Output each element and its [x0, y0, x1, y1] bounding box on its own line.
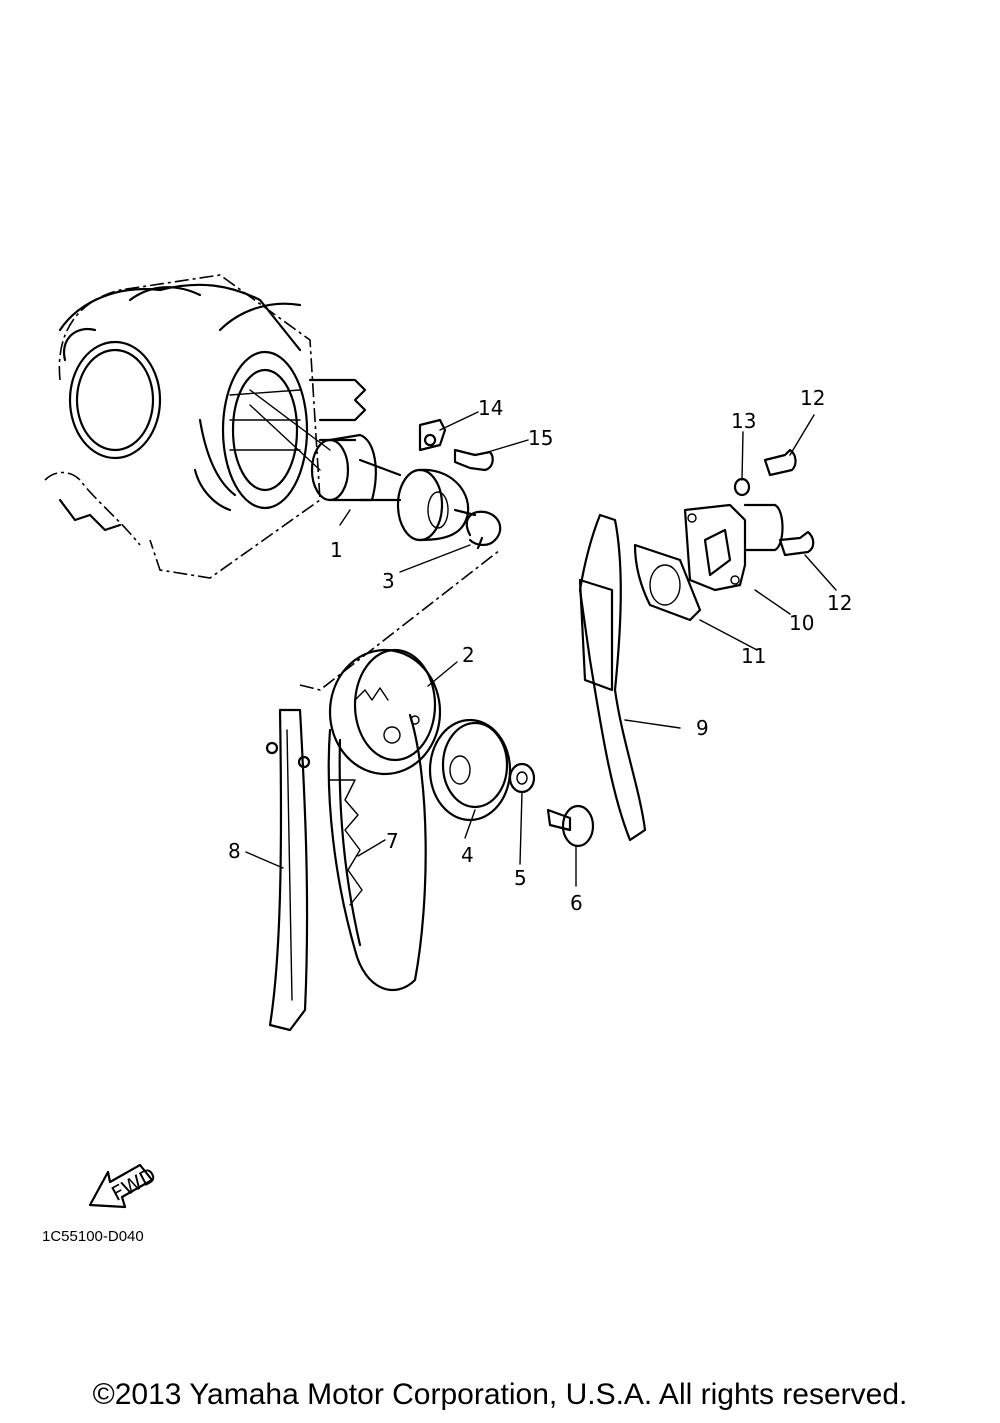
callout-15: 15	[528, 426, 553, 450]
tensioner-bolt-upper	[763, 448, 797, 477]
fwd-arrow-icon: FWD	[88, 1163, 160, 1209]
callout-2: 2	[462, 643, 475, 667]
cylinder-head	[44, 274, 367, 579]
washer	[508, 762, 536, 794]
chain-tensioner	[683, 503, 784, 592]
callout-8: 8	[228, 839, 241, 863]
bracket	[418, 418, 447, 452]
callout-14: 14	[478, 396, 503, 420]
callout-5: 5	[514, 866, 527, 890]
sprocket-bolt	[546, 804, 595, 848]
callout-1: 1	[330, 538, 343, 562]
small-washer	[733, 477, 751, 497]
tensioner-bolt-lower	[778, 530, 815, 557]
cam-sprocket	[328, 648, 442, 776]
cam-chain	[327, 713, 427, 992]
tensioner-gasket	[633, 543, 702, 622]
sprocket-plate	[428, 718, 512, 822]
copyright-text: ©2013 Yamaha Motor Corporation, U.S.A. A…	[92, 1378, 908, 1411]
circlip	[465, 510, 502, 550]
callout-6: 6	[570, 891, 583, 915]
callout-12-upper: 12	[800, 386, 825, 410]
camshaft	[249, 389, 477, 542]
leader-lines	[245, 411, 837, 887]
callout-4: 4	[461, 843, 474, 867]
bracket-bolt	[453, 448, 494, 472]
callout-3: 3	[382, 569, 395, 593]
callout-12-lower: 12	[827, 591, 852, 615]
callout-9: 9	[696, 716, 709, 740]
callout-11: 11	[741, 644, 766, 668]
callout-13: 13	[731, 409, 756, 433]
chain-guide-front	[265, 708, 311, 1032]
chain-guide-rear	[578, 513, 647, 842]
callout-7: 7	[386, 829, 399, 853]
drawing-code: 1C55100-D040	[42, 1228, 144, 1245]
callout-10: 10	[789, 611, 814, 635]
